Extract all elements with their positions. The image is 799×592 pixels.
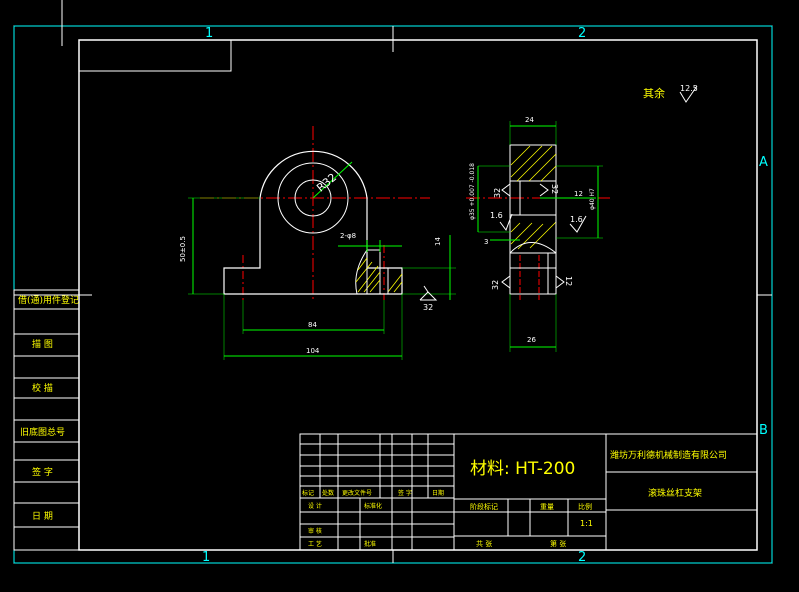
dim-12-label: 12 (574, 190, 583, 198)
top-width-label: 24 (525, 116, 534, 124)
side-roughness-right-mid: 1.6 (570, 215, 583, 224)
ratio-label: 比例 (578, 502, 592, 511)
roughness-symbol-icon (679, 85, 698, 103)
radius-label: R32 (314, 171, 339, 195)
roughness-note: 其余 12.5 (643, 84, 698, 103)
zone-bottom-1: 1 (202, 550, 210, 565)
roughness-note-value: 12.5 (680, 84, 698, 93)
roughness-symbol-icon (539, 183, 549, 197)
standardize-label: 标准化 (364, 502, 382, 510)
roughness-symbol-icon (569, 215, 587, 233)
header-cell-date: 日期 (432, 489, 444, 497)
left-strip-label-5: 签 字 (32, 466, 53, 478)
row-label-review: 审 核 (308, 527, 322, 535)
zone-top-2: 2 (578, 26, 586, 41)
height-label: 50±0.5 (179, 236, 187, 262)
stage-mark-label: 阶段标记 (470, 502, 498, 511)
outer-frame (13, 0, 773, 564)
small-dim-label: 14 (434, 237, 442, 246)
left-strip-label-1: 借(通)用件登记 (18, 294, 79, 306)
row-label-design: 设 计 (308, 502, 322, 510)
header-cell-file: 更改文件号 (342, 489, 372, 497)
roughness-symbol-icon (555, 275, 565, 289)
header-cell-sign: 签 字 (398, 489, 412, 497)
width-inner-label: 84 (308, 321, 317, 329)
sheet-no-label: 第 张 (550, 539, 566, 548)
left-strip-label-4: 旧底图总号 (20, 426, 65, 438)
weight-label: 重量 (540, 503, 554, 511)
left-strip (13, 289, 80, 551)
dim-3-label: 3 (484, 238, 488, 246)
roughness-symbol-icon (419, 291, 438, 301)
roughness-symbol-icon (499, 213, 513, 232)
sheet-total-label: 共 张 (476, 539, 492, 548)
front-roughness-label: 32 (423, 303, 433, 312)
zone-bottom-2: 2 (578, 550, 586, 565)
zone-top-1: 1 (205, 26, 213, 41)
header-cell-count: 处数 (322, 489, 334, 497)
title-block (299, 433, 758, 551)
front-view: R32 50±0.5 2-φ8 14 84 104 32 (179, 126, 456, 360)
roughness-symbol-icon (501, 275, 511, 289)
side-view: 24 φ35 +0.007 -0.018 φ40 H7 12 3 26 32 3… (466, 116, 610, 352)
scale-value: 1:1 (580, 519, 593, 528)
header-cell-mark: 标记 (302, 489, 314, 497)
bore-right-label: φ40 H7 (589, 188, 596, 210)
left-strip-label-3: 校 描 (32, 382, 53, 394)
zone-right-b: B (759, 423, 768, 438)
width-outer-label: 104 (306, 347, 320, 355)
row-label-process: 工 艺 (308, 540, 322, 548)
bottom-width-label: 26 (527, 336, 536, 344)
roughness-note-text: 其余 (643, 86, 665, 100)
zone-right-a: A (759, 155, 768, 170)
side-roughness-left-top: 32 (493, 188, 502, 198)
approve-label: 批准 (364, 540, 376, 548)
side-roughness-right-bottom: 12 (564, 276, 573, 286)
side-roughness-left-mid: 1.6 (490, 211, 503, 220)
side-roughness-right-top: 32 (550, 184, 559, 194)
left-strip-label-2: 描 图 (32, 338, 53, 350)
roughness-symbol-icon (501, 183, 511, 197)
company-name: 潍坊万利德机械制造有限公司 (610, 449, 727, 461)
left-strip-label-6: 日 期 (32, 511, 53, 522)
side-roughness-left-bottom: 32 (491, 280, 500, 290)
material-label: 材料: HT-200 (470, 459, 575, 479)
hole-label: 2-φ8 (340, 232, 356, 240)
bore-label: φ35 +0.007 -0.018 (469, 163, 476, 220)
part-name: 滚珠丝杠支架 (648, 487, 702, 499)
